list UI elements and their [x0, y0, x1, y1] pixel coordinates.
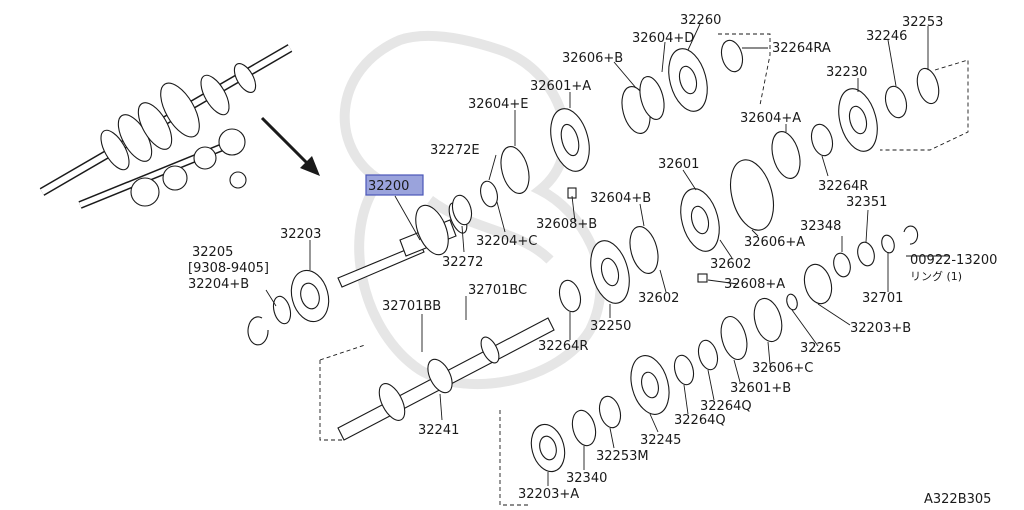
label-32264q-1: 32264Q	[700, 399, 752, 414]
label-32701bc: 32701BC	[468, 283, 527, 298]
label-32264r-top: 32264R	[818, 179, 868, 194]
label-32204-b: 32204+B	[188, 277, 249, 292]
counter-shaft-32241	[337, 317, 555, 441]
label-32604-e: 32604+E	[468, 97, 528, 112]
label-ring-qty: リング (1)	[910, 269, 962, 283]
label-32606-a: 32606+A	[744, 235, 805, 250]
counter-dash-box-bottom	[499, 410, 530, 506]
drawing-code: A322B305	[924, 492, 991, 507]
main-shaft-32200	[337, 202, 468, 288]
label-32245: 32245	[640, 433, 681, 448]
label-32205: 32205	[192, 245, 233, 260]
label-32200: 32200	[368, 179, 409, 194]
label-32264q-2: 32264Q	[674, 413, 726, 428]
label-32203-b: 32203+B	[850, 321, 911, 336]
label-00922-13200: 00922-13200	[910, 253, 997, 268]
label-32272: 32272	[442, 255, 483, 270]
label-32604-d: 32604+D	[632, 31, 694, 46]
label-32265: 32265	[800, 341, 841, 356]
label-32602-left: 32602	[638, 291, 679, 306]
label-32253: 32253	[902, 15, 943, 30]
right-dash-box	[880, 59, 969, 151]
gears-layer	[247, 39, 940, 473]
overview-assembly	[39, 44, 293, 209]
direction-arrow	[260, 116, 320, 176]
highlight-32200	[365, 174, 424, 196]
label-32230: 32230	[826, 65, 867, 80]
label-32604-a: 32604+A	[740, 111, 801, 126]
label-32246: 32246	[866, 29, 907, 44]
label-32608-a: 32608+A	[724, 277, 785, 292]
label-32351: 32351	[846, 195, 887, 210]
label-32601-b: 32601+B	[730, 381, 791, 396]
label-32604-b: 32604+B	[590, 191, 651, 206]
label-32241: 32241	[418, 423, 459, 438]
label-32264ra: 32264RA	[772, 41, 831, 56]
label-32204-c: 32204+C	[476, 234, 537, 249]
label-32608-b: 32608+B	[536, 217, 597, 232]
label-32701bb: 32701BB	[382, 299, 441, 314]
label-32601: 32601	[658, 157, 699, 172]
label-32606-b: 32606+B	[562, 51, 623, 66]
label-32348: 32348	[800, 219, 841, 234]
label-32606-c: 32606+C	[752, 361, 813, 376]
label-32602-right: 32602	[710, 257, 751, 272]
label-32203: 32203	[280, 227, 321, 242]
callout-labels: 32260 32253 32604+D 32246 32606+B 32264R…	[188, 13, 997, 502]
label-date-range: [9308-9405]	[188, 261, 269, 276]
label-32701: 32701	[862, 291, 903, 306]
label-32253m: 32253M	[596, 449, 649, 464]
label-32250: 32250	[590, 319, 631, 334]
label-32272e: 32272E	[430, 143, 480, 158]
upper-dash-box	[718, 33, 771, 106]
label-32601-a: 32601+A	[530, 79, 591, 94]
leader-lines	[265, 23, 950, 486]
label-32264r-bottom: 32264R	[538, 339, 588, 354]
label-32203-a: 32203+A	[518, 487, 579, 502]
label-32340: 32340	[566, 471, 607, 486]
label-32260: 32260	[680, 13, 721, 28]
counter-dash-box-left	[319, 344, 366, 441]
